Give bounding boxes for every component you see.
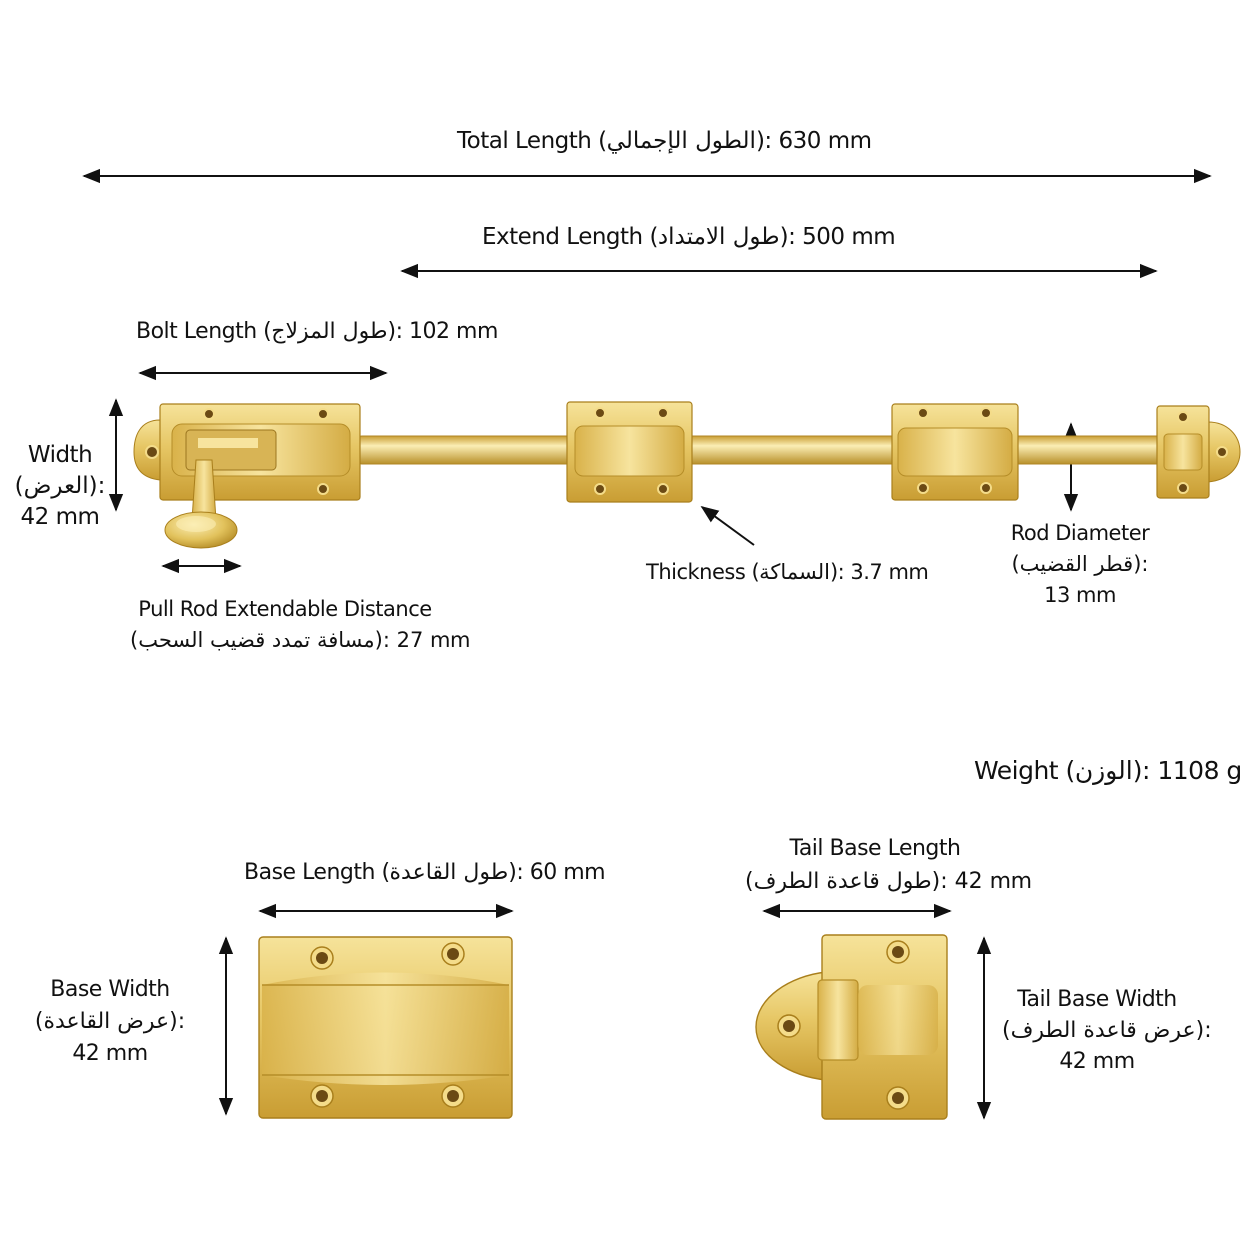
thickness-pointer-arrow xyxy=(700,505,755,546)
tail-bracket xyxy=(1156,405,1241,499)
tail-base-width-label-line3: 42 mm xyxy=(1059,1049,1135,1074)
extend-length-label: Extend Length (طول الامتداد): 500 mm xyxy=(482,224,896,250)
base-width-label-line3: 42 mm xyxy=(72,1041,148,1066)
barrel-bolt xyxy=(133,401,1241,549)
guide-bracket-2 xyxy=(891,403,1019,501)
bolt-head-plate xyxy=(133,403,361,501)
guide-bracket-1 xyxy=(566,401,693,503)
width-label-line1: Width xyxy=(27,442,93,468)
rod xyxy=(355,435,1169,465)
tail-base-length-label-line2: (طول قاعدة الطرف): 42 mm xyxy=(745,869,1032,894)
tail-base-width-label-line1: Tail Base Width xyxy=(1017,987,1177,1012)
tail-base-width-label: Tail Base Width (عرض قاعدة الطرف): 42 mm xyxy=(1002,984,1212,1077)
total-length-label: Total Length (الطول الإجمالي): 630 mm xyxy=(457,128,872,154)
thickness-label: Thickness (السماكة): 3.7 mm xyxy=(646,560,929,584)
base-width-label-line2: (عرض القاعدة): xyxy=(34,1009,186,1034)
rod-diameter-label-line2: (قطر القضيب): xyxy=(1011,552,1149,576)
tail-base-width-label-line2: (عرض قاعدة الطرف): xyxy=(1002,1018,1212,1043)
pull-rod-label: Pull Rod Extendable Distance (مسافة تمدد… xyxy=(130,594,470,656)
rod-diameter-label-line3: 13 mm xyxy=(1044,583,1116,607)
width-label: Width (العرض): 42 mm xyxy=(10,440,110,533)
base-width-label-line1: Base Width xyxy=(50,977,170,1002)
weight-label: Weight (الوزن): 1108 g xyxy=(974,756,1242,785)
tail-base-length-label: Tail Base Length (طول قاعدة الطرف): 42 m… xyxy=(745,832,1032,898)
pull-rod-label-line1: Pull Rod Extendable Distance xyxy=(138,597,432,621)
base-length-label: Base Length (طول القاعدة): 60 mm xyxy=(244,860,606,885)
rod-diameter-label-line1: Rod Diameter xyxy=(1010,521,1150,545)
tail-base-length-label-line1: Tail Base Length xyxy=(789,836,961,861)
bolt-length-label: Bolt Length (طول المزلاج): 102 mm xyxy=(136,319,498,344)
tail-base-detail xyxy=(755,934,948,1120)
base-width-label: Base Width (عرض القاعدة): 42 mm xyxy=(30,974,190,1070)
rod-diameter-label: Rod Diameter (قطر القضيب): 13 mm xyxy=(1000,518,1160,611)
base-detail xyxy=(258,936,513,1119)
pull-knob xyxy=(164,459,238,549)
pull-rod-label-line2: (مسافة تمدد قضيب السحب): 27 mm xyxy=(130,628,470,652)
width-label-line3: 42 mm xyxy=(20,504,100,530)
width-label-line2: (العرض): xyxy=(14,473,106,499)
